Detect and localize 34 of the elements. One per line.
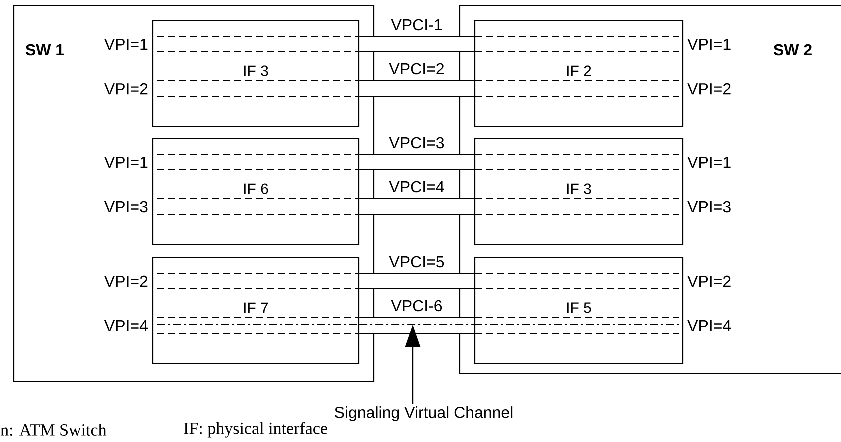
vpi-label: VPI=1	[688, 39, 731, 50]
edge-label: VPCI=2	[388, 62, 446, 76]
vpi-label: VPI=3	[688, 201, 731, 213]
vpi-label: VPI=1	[104, 157, 148, 168]
interface-box: IF 3	[474, 138, 684, 246]
caption-text: Signaling Virtual Channel	[335, 406, 513, 422]
channel-tube	[360, 80, 474, 98]
vpi-label: VPI=2	[104, 276, 148, 288]
interface-box: IF 2	[474, 20, 684, 128]
channel-tube	[360, 317, 474, 335]
channel-tube	[360, 198, 474, 216]
legend-note: IF: physical interface	[184, 422, 328, 438]
edge-label: VPCI=3	[388, 136, 446, 150]
vpi-label: VPI=3	[104, 201, 148, 213]
legend-note: n: ATM Switch	[0, 424, 107, 436]
interface-box: IF 6	[152, 138, 360, 246]
channel-tube	[360, 273, 474, 290]
vpi-label: VPI=1	[688, 157, 731, 168]
interface-box: IF 5	[474, 257, 684, 365]
channel-tube	[360, 36, 474, 53]
interface-box: IF 7	[152, 257, 360, 365]
edge-label: VPCI=4	[388, 180, 446, 194]
vpi-label: VPI=1	[104, 39, 148, 50]
vpi-label: VPI=4	[104, 320, 148, 332]
vpi-label: VPI=2	[688, 276, 731, 288]
edge-label: VPCI-1	[390, 18, 444, 32]
interface-box: IF 3	[152, 20, 360, 128]
vpi-label: VPI=2	[688, 83, 731, 95]
signaling-channel-line	[359, 324, 475, 326]
vpi-label: VPI=4	[688, 320, 732, 332]
vpi-label: VPI=2	[104, 83, 148, 95]
edge-label: VPCI-6	[390, 299, 444, 313]
edge-label: VPCI=5	[388, 255, 446, 269]
channel-tube	[360, 154, 474, 171]
